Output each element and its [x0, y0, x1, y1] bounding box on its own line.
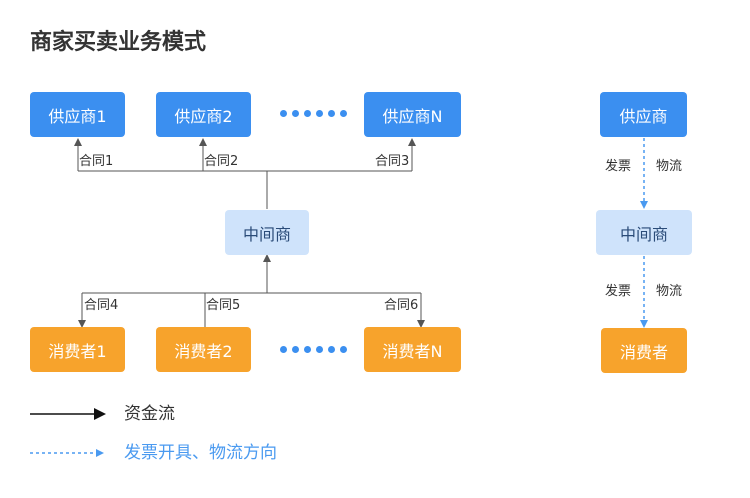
- contract-6-label: 合同6: [384, 298, 419, 313]
- consumer-1-box: 消费者1: [30, 327, 125, 372]
- right-middleman-box: 中间商: [596, 210, 692, 255]
- right-supplier-box: 供应商: [600, 92, 687, 137]
- contract-2-label: 合同2: [204, 154, 239, 169]
- supplier-ellipsis: [280, 110, 347, 117]
- right-consumer-box: 消费者: [601, 328, 687, 373]
- legend-invoice-logistics-label: 发票开具、物流方向: [124, 443, 277, 463]
- contract-5-label: 合同5: [206, 298, 241, 313]
- diagram-title: 商家买卖业务模式: [30, 30, 207, 55]
- right-upper-invoice-label: 发票: [605, 159, 632, 174]
- right-lower-invoice-label: 发票: [605, 284, 632, 299]
- contract-1-label: 合同1: [79, 154, 114, 169]
- consumer-2-box: 消费者2: [156, 327, 251, 372]
- supplier-contract-lines: [74, 138, 416, 209]
- supplier-2-box: 供应商2: [156, 92, 251, 137]
- supplier-1-box: 供应商1: [30, 92, 125, 137]
- middleman-box: 中间商: [225, 210, 309, 255]
- supplier-n-box: 供应商N: [364, 92, 461, 137]
- right-lower-logistics-label: 物流: [656, 284, 683, 299]
- consumer-ellipsis: [280, 346, 347, 353]
- right-upper-logistics-label: 物流: [656, 159, 683, 174]
- contract-3-label: 合同3: [375, 154, 410, 169]
- legend-fund-flow-label: 资金流: [124, 404, 175, 424]
- consumer-contract-lines: [78, 254, 425, 328]
- consumer-n-box: 消费者N: [364, 327, 461, 372]
- contract-4-label: 合同4: [84, 298, 119, 313]
